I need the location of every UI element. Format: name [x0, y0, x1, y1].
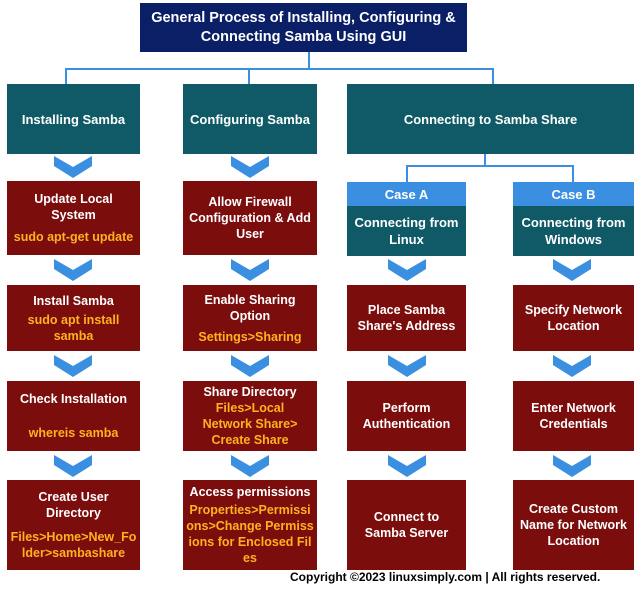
step-label: Check Installation — [20, 392, 127, 406]
step-create-custom-name: Create Custom Name for Network Location — [513, 480, 634, 570]
step-create-user-directory: Create User Directory Files>Home>New_Fol… — [7, 480, 140, 570]
chevron-down-icon — [54, 355, 92, 377]
step-perform-authentication: Perform Authentication — [347, 381, 466, 451]
case-a-label: Case A — [347, 182, 466, 206]
step-specify-location: Specify Network Location — [513, 285, 634, 351]
step-label: Place Samba Share's Address — [357, 303, 456, 333]
connector-connecting-drop — [492, 68, 494, 84]
step-command: Files>Local Network Share> Create Share — [202, 401, 298, 447]
connector-configuring-drop — [248, 68, 250, 84]
case-b-label: Case B — [513, 182, 634, 206]
step-label: Connect to Samba Server — [364, 510, 449, 540]
header-connecting-label: Connecting to Samba Share — [403, 111, 578, 127]
connector-horizontal-bar — [65, 68, 494, 70]
step-install-samba: Install Samba sudo apt install samba — [7, 285, 140, 351]
step-label: Share Directory — [203, 385, 297, 399]
step-command: Settings>Sharing — [198, 329, 302, 344]
header-connecting: Connecting to Samba Share — [347, 84, 634, 154]
chevron-down-icon — [231, 259, 269, 281]
connector-installing-drop — [65, 68, 67, 84]
step-access-permissions: Access permissions Properties>Permission… — [183, 480, 317, 570]
case-b-label-text: Case B — [551, 186, 596, 202]
step-command: sudo apt-get update — [13, 230, 134, 244]
connector-case-b-drop — [572, 165, 574, 182]
chevron-down-icon — [231, 355, 269, 377]
chevron-down-icon — [388, 259, 426, 281]
chevron-down-icon — [54, 156, 92, 178]
step-label: Create User Directory — [38, 490, 109, 520]
chevron-down-icon — [388, 455, 426, 477]
chevron-down-icon — [231, 156, 269, 178]
connector-connecting-down — [484, 154, 486, 166]
chevron-down-icon — [553, 259, 591, 281]
step-connect-server: Connect to Samba Server — [347, 480, 466, 570]
step-label: Update Local System — [34, 192, 113, 222]
step-update-local-system: Update Local System sudo apt-get update — [7, 181, 140, 255]
step-enter-credentials: Enter Network Credentials — [513, 381, 634, 451]
case-a-label-text: Case A — [384, 186, 429, 202]
step-label: Access permissions — [189, 485, 311, 499]
step-command: Files>Home>New_Folder>sambashare — [10, 530, 137, 560]
step-command: whereis samba — [28, 426, 119, 440]
header-configuring: Configuring Samba — [183, 84, 317, 154]
chevron-down-icon — [553, 455, 591, 477]
case-b-title-text: Connecting from Windows — [521, 215, 626, 247]
header-configuring-label: Configuring Samba — [190, 111, 310, 127]
step-share-directory: Share Directory Files>Local Network Shar… — [183, 381, 317, 451]
header-installing: Installing Samba — [7, 84, 140, 154]
step-place-address: Place Samba Share's Address — [347, 285, 466, 351]
case-b-title: Connecting from Windows — [513, 206, 634, 256]
step-allow-firewall: Allow Firewall Configuration & Add User — [183, 181, 317, 255]
step-label: Allow Firewall Configuration & Add User — [189, 195, 311, 241]
step-enable-sharing: Enable Sharing Option Settings>Sharing — [183, 285, 317, 351]
step-label: Enter Network Credentials — [531, 401, 616, 431]
step-label: Install Samba — [33, 293, 114, 308]
connector-case-a-drop — [406, 165, 408, 182]
diagram-title-text: General Process of Installing, Configuri… — [151, 9, 456, 45]
step-label: Create Custom Name for Network Location — [520, 502, 627, 548]
connector-title-down — [308, 52, 310, 69]
case-a-title: Connecting from Linux — [347, 206, 466, 256]
chevron-down-icon — [231, 455, 269, 477]
header-installing-label: Installing Samba — [21, 111, 126, 127]
chevron-down-icon — [388, 355, 426, 377]
connector-cases-bar — [406, 165, 573, 167]
chevron-down-icon — [54, 259, 92, 281]
step-command: Properties>Permissions>Change Permission… — [186, 503, 314, 565]
step-command: sudo apt install samba — [27, 312, 120, 343]
case-a-title-text: Connecting from Linux — [354, 215, 459, 247]
step-label: Perform Authentication — [362, 401, 451, 431]
chevron-down-icon — [553, 355, 591, 377]
diagram-title: General Process of Installing, Configuri… — [140, 3, 467, 52]
copyright-text: Copyright ©2023 linuxsimply.com | All ri… — [290, 570, 601, 584]
step-label: Enable Sharing Option — [204, 292, 296, 323]
chevron-down-icon — [54, 455, 92, 477]
step-label: Specify Network Location — [524, 303, 623, 333]
step-check-installation: Check Installation whereis samba — [7, 381, 140, 451]
